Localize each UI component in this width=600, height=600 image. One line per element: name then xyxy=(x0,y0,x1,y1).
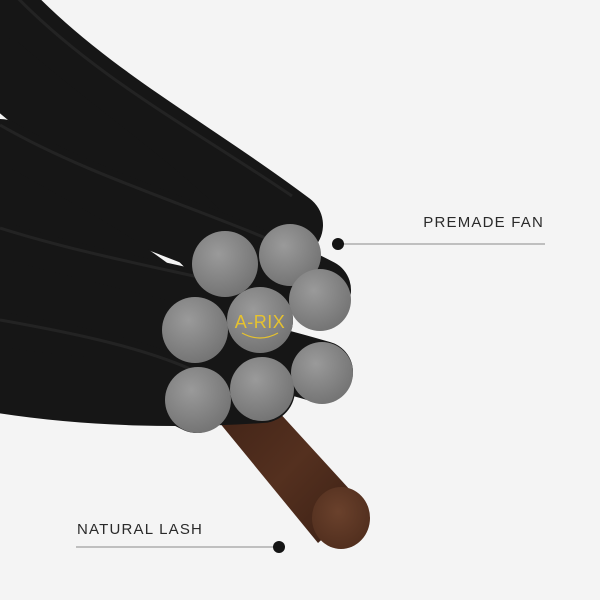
premade-fan-label: PREMADE FAN xyxy=(423,214,544,231)
logo-text: A-RIX xyxy=(235,312,286,332)
fiber-cut-face xyxy=(227,287,293,353)
fiber-cut-face xyxy=(289,269,351,331)
callout-dot xyxy=(332,238,344,250)
callout-natural xyxy=(76,541,285,553)
fiber-cut-face xyxy=(291,342,353,404)
natural-lash-label: NATURAL LASH xyxy=(77,521,204,538)
fiber-cut-face xyxy=(192,231,258,297)
fiber-cut-face xyxy=(230,357,294,421)
fiber-cut-face xyxy=(165,367,231,433)
fiber-cut-face xyxy=(162,297,228,363)
fiber-cut-face xyxy=(259,224,321,286)
callout-premade xyxy=(332,238,545,250)
fan-fiber-body xyxy=(0,0,323,258)
premade-fan: A-RIX xyxy=(0,0,353,433)
fan-fiber-cut-faces xyxy=(162,224,353,433)
natural-lash-cut-face xyxy=(312,487,370,549)
arix-logo: A-RIX xyxy=(235,312,286,339)
callout-dot xyxy=(273,541,285,553)
